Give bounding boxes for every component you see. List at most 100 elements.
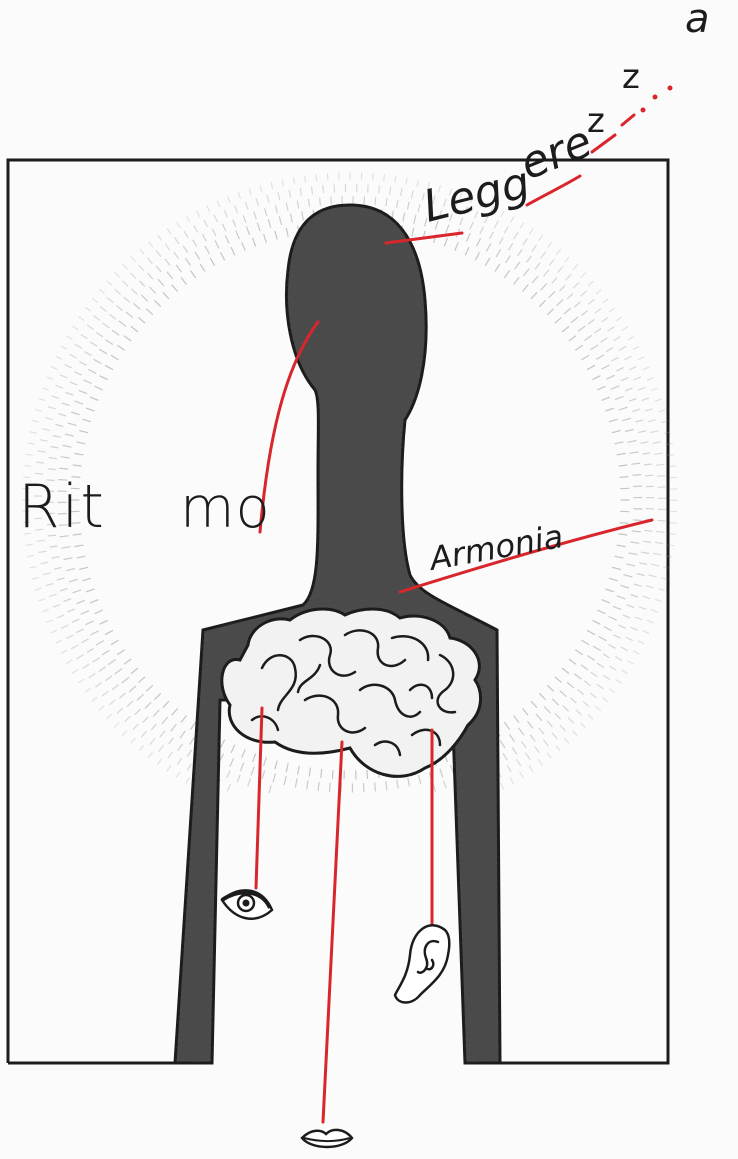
- halo-dash: [327, 173, 328, 180]
- halo-dash: [99, 706, 104, 711]
- halo-dash: [406, 178, 407, 185]
- halo-dash: [40, 440, 48, 442]
- halo-dash: [610, 666, 617, 670]
- halo-dash: [467, 233, 471, 241]
- halo-dash: [39, 599, 46, 601]
- halo-dash: [655, 453, 663, 454]
- halo-dash: [643, 541, 651, 542]
- halo-dash: [305, 176, 306, 183]
- halo-dash: [49, 594, 57, 597]
- halo-dash: [228, 196, 231, 202]
- halo-dash: [574, 674, 581, 680]
- halo-dash: [124, 336, 131, 341]
- halo-dash: [86, 589, 95, 592]
- halo-dash: [32, 577, 39, 579]
- halo-dash: [570, 698, 576, 703]
- halo-dash: [527, 721, 533, 728]
- halo-dash: [79, 362, 86, 366]
- halo-dash: [612, 567, 621, 569]
- halo-dash: [588, 319, 594, 324]
- halo-dash: [516, 759, 520, 766]
- halo-dash: [111, 355, 119, 360]
- halo-dash: [480, 227, 484, 234]
- halo-dash: [245, 202, 248, 210]
- halo-dash: [93, 658, 100, 662]
- halo-dash: [644, 464, 652, 465]
- halo-dash: [240, 763, 243, 771]
- halo-dash: [320, 198, 321, 206]
- halo-dash: [181, 277, 187, 284]
- halo-dash: [524, 269, 530, 276]
- halo-dash: [560, 691, 567, 697]
- halo-dash: [154, 300, 160, 306]
- halo-dash: [575, 650, 583, 655]
- halo-dash: [615, 396, 623, 399]
- leggerezza-dots: [641, 86, 673, 113]
- halo-dash: [59, 414, 67, 416]
- halo-dash: [42, 429, 50, 431]
- halo-dash: [46, 620, 52, 623]
- halo-dash: [638, 387, 645, 390]
- halo-dash: [41, 562, 49, 564]
- halo-dash: [530, 735, 535, 741]
- halo-dash: [286, 203, 288, 211]
- halo-dash: [159, 745, 164, 751]
- halo-dash: [556, 746, 561, 751]
- halo-dash: [490, 232, 494, 239]
- halo-dash: [66, 569, 75, 571]
- halo-dash: [375, 197, 376, 205]
- halo-dash: [614, 635, 621, 639]
- halo-dash: [578, 689, 584, 694]
- halo-dash: [90, 342, 97, 346]
- halo-dash: [273, 774, 275, 783]
- halo-dash: [212, 229, 216, 236]
- halo-dash: [602, 600, 610, 603]
- halo-dash: [611, 386, 619, 390]
- halo-dash: [207, 206, 210, 212]
- halo-dash: [35, 410, 42, 412]
- halo-dash: [145, 702, 151, 708]
- halo-dash: [658, 410, 665, 412]
- halo-dash: [123, 264, 128, 269]
- halo-dash: [180, 731, 185, 738]
- halo-dash: [657, 520, 665, 521]
- halo-dash: [552, 699, 558, 705]
- halo-dash: [644, 530, 652, 531]
- halo-dash: [27, 555, 34, 556]
- halo-dash: [580, 723, 585, 728]
- halo-dash: [639, 563, 647, 565]
- halo-dash: [506, 255, 511, 263]
- halo-dash: [651, 610, 658, 612]
- halo-dash: [622, 418, 631, 421]
- halo-dash: [88, 369, 96, 373]
- halo-dash: [384, 174, 385, 181]
- halo-dash: [30, 566, 37, 568]
- halo-dash: [670, 477, 677, 478]
- halo-dash: [617, 545, 626, 547]
- halo-dash: [120, 693, 126, 698]
- halo-dash: [518, 249, 523, 256]
- halo-dash: [187, 750, 191, 757]
- halo-dash: [375, 782, 376, 791]
- halo-dash: [50, 546, 58, 547]
- halo-dash: [115, 669, 122, 674]
- halo-dash: [504, 722, 509, 729]
- halo-dash: [583, 701, 589, 706]
- halo-dash: [205, 246, 210, 254]
- halo-dash: [581, 311, 587, 316]
- halo-dash: [102, 691, 108, 696]
- halo-dash: [168, 752, 173, 759]
- halo-dash: [135, 709, 141, 715]
- halo-dash: [584, 681, 590, 686]
- halo-dash: [592, 620, 600, 624]
- halo-dash: [200, 264, 205, 272]
- halo-dash: [78, 679, 84, 683]
- ear-icon: [395, 925, 449, 1002]
- halo-dash: [60, 375, 67, 378]
- halo-dash: [165, 244, 170, 251]
- halo-dash: [186, 777, 190, 783]
- halo-dash: [82, 419, 91, 422]
- halo-dash: [507, 765, 511, 772]
- halo-dash: [122, 677, 129, 683]
- halo-dash: [289, 190, 291, 198]
